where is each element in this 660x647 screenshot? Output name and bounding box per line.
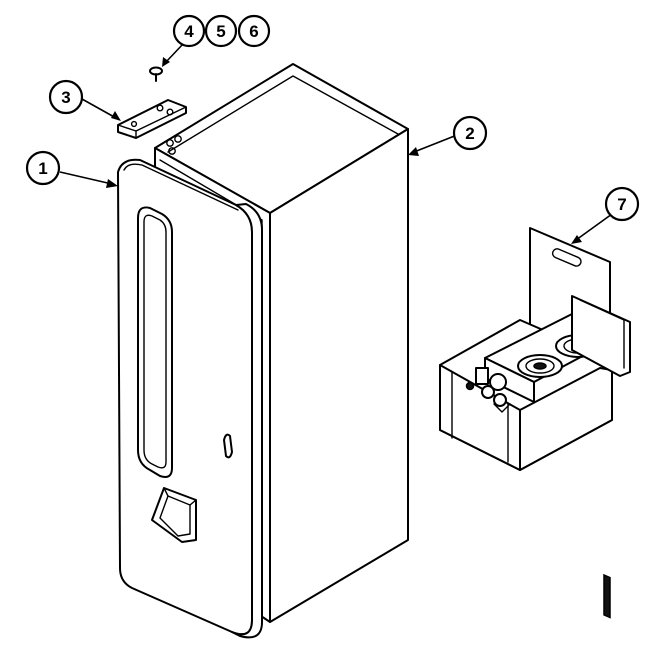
callout-label: 5 — [216, 22, 225, 41]
callout-label: 4 — [184, 22, 194, 41]
leader-lines — [59, 43, 613, 244]
callout-7: 7 — [604, 186, 640, 222]
callout-1: 1 — [25, 150, 61, 186]
cabinet-body — [154, 63, 409, 623]
callout-label: 1 — [38, 159, 47, 178]
callout-label: 7 — [617, 195, 626, 214]
callout-2: 2 — [452, 115, 488, 151]
callout-label: 3 — [61, 88, 70, 107]
screw — [149, 66, 163, 82]
hinge-plate — [117, 99, 187, 139]
callout-4: 4 — [172, 14, 206, 48]
callout-6: 6 — [237, 14, 271, 48]
callout-5: 5 — [204, 14, 238, 48]
door-panel — [117, 158, 263, 639]
callout-3: 3 — [48, 79, 84, 115]
callout-label: 6 — [249, 22, 258, 41]
callout-label: 2 — [465, 124, 474, 143]
ice-dispenser-assembly — [439, 227, 631, 619]
